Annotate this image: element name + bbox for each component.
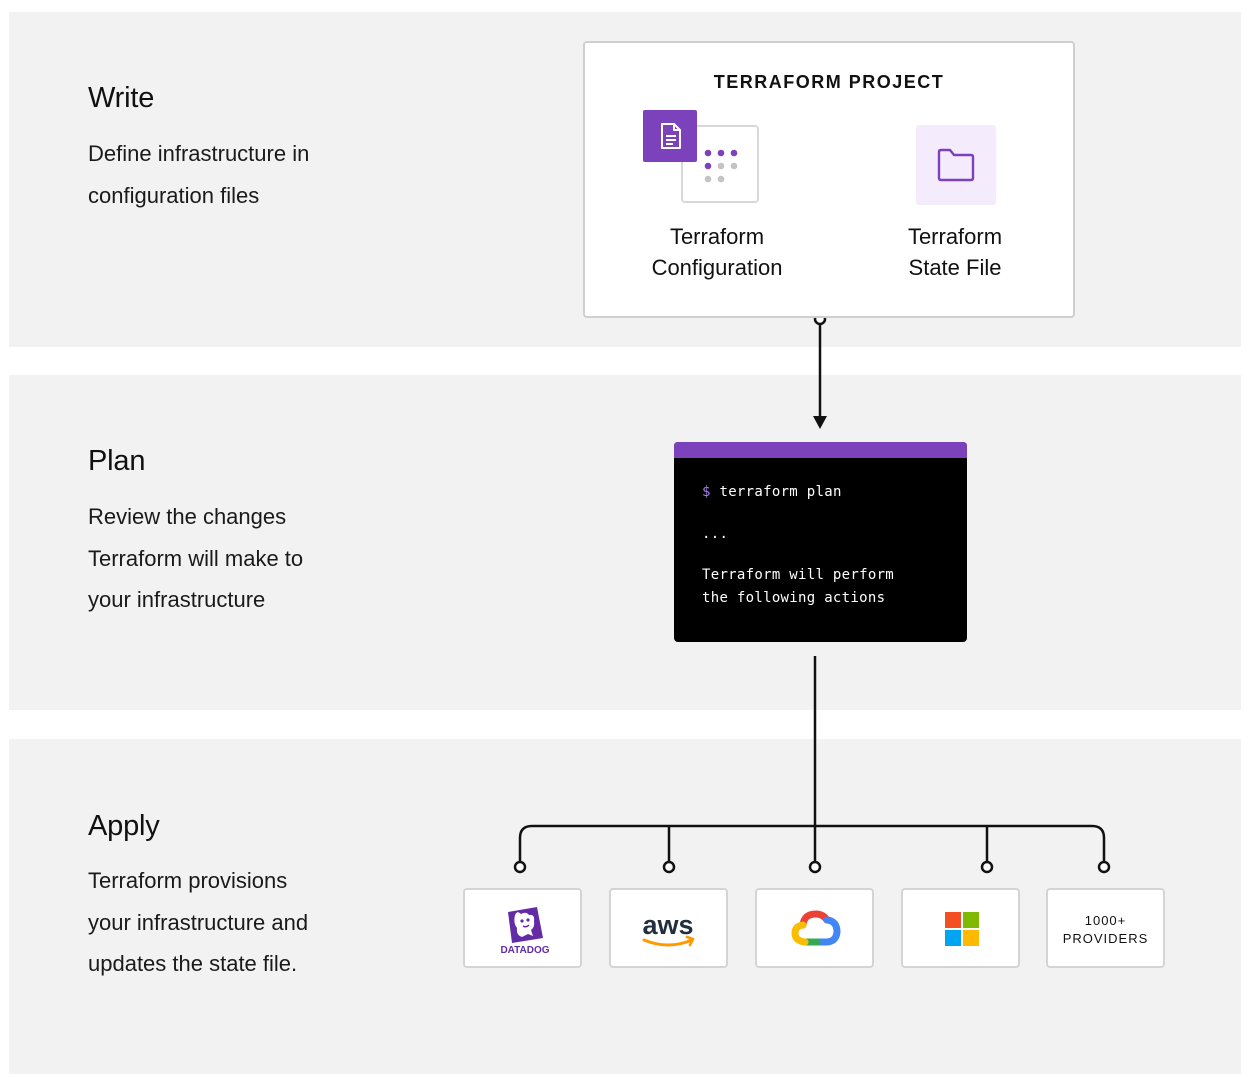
plan-description-line: Review the changes bbox=[88, 504, 287, 529]
project-title: TERRAFORM PROJECT bbox=[713, 72, 945, 92]
write-title: Write bbox=[88, 82, 155, 114]
more-providers-text: PROVIDERS bbox=[1062, 931, 1149, 946]
provider-azure bbox=[901, 888, 1020, 968]
provider-aws: aws bbox=[609, 888, 728, 968]
write-description-line: Define infrastructure in bbox=[88, 141, 310, 166]
provider-more: 1000+ PROVIDERS bbox=[1046, 888, 1165, 968]
google-cloud-icon bbox=[791, 910, 841, 946]
more-providers-label: 1000+ PROVIDERS bbox=[1048, 912, 1163, 948]
terminal-command: terraform plan bbox=[719, 484, 842, 500]
aws-smile-icon: aws bbox=[642, 910, 695, 947]
plan-description-line: Terraform will make to bbox=[88, 545, 304, 571]
apply-description-line: Terraform provisions bbox=[88, 868, 288, 893]
aws-logo-text: aws bbox=[642, 910, 693, 940]
write-description: Define infrastructure in configuration f… bbox=[88, 133, 388, 216]
terminal-ellipsis: ... bbox=[702, 526, 729, 542]
terminal-prompt: $ bbox=[702, 484, 711, 500]
apply-title: Apply bbox=[88, 810, 160, 842]
datadog-dog-icon: DATADOG bbox=[500, 907, 550, 956]
terminal-window: $ terraform plan ... Terraform will perf… bbox=[674, 442, 967, 642]
provider-google-cloud bbox=[755, 888, 874, 968]
plan-stage-section bbox=[9, 375, 1241, 710]
provider-datadog: DATADOG bbox=[463, 888, 582, 968]
apply-description-line: your infrastructure and bbox=[88, 909, 309, 935]
terraform-project-box: TERRAFORM PROJECT Terraform Configuratio… bbox=[583, 41, 1075, 318]
terminal-command-line: $ terraform plan bbox=[702, 484, 842, 500]
state-file-card bbox=[916, 125, 996, 205]
dot-grid-icon bbox=[704, 149, 738, 183]
write-description-line: configuration files bbox=[88, 182, 260, 208]
plan-title: Plan bbox=[88, 445, 146, 477]
config-label-line: Terraform bbox=[669, 224, 765, 249]
folder-icon bbox=[937, 148, 975, 182]
terminal-title-bar bbox=[674, 442, 967, 458]
state-file-label: Terraform State File bbox=[855, 221, 1055, 283]
more-providers-count: 1000+ bbox=[1084, 913, 1127, 928]
datadog-logo-text: DATADOG bbox=[500, 945, 549, 956]
plan-description: Review the changes Terraform will make t… bbox=[88, 496, 388, 621]
state-file-label-line: State File bbox=[908, 255, 1002, 280]
config-label: Terraform Configuration bbox=[617, 221, 817, 283]
microsoft-logo-icon bbox=[945, 912, 979, 946]
state-file-label-line: Terraform bbox=[907, 224, 1003, 249]
config-label-line: Configuration bbox=[651, 255, 783, 280]
plan-description-line: your infrastructure bbox=[88, 587, 266, 612]
document-icon bbox=[643, 110, 697, 162]
apply-description: Terraform provisions your infrastructure… bbox=[88, 860, 388, 985]
terminal-output-line: the following actions bbox=[702, 590, 886, 606]
terminal-output-line: Terraform will perform bbox=[702, 567, 895, 583]
apply-description-line: updates the state file. bbox=[88, 951, 298, 976]
